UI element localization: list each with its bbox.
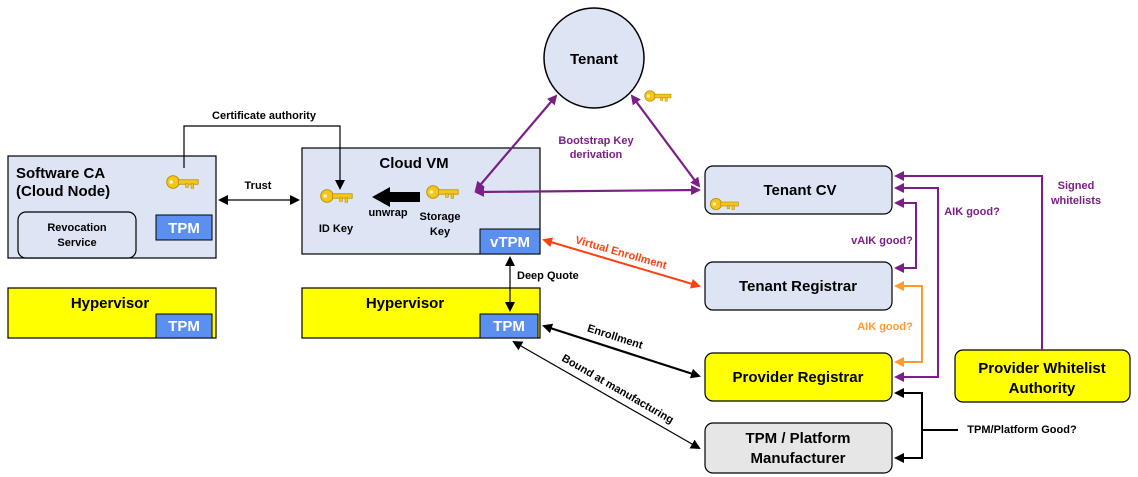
- hypervisor-left-tpm-label: TPM: [168, 318, 200, 335]
- edge-signed-label-line2: whitelists: [1050, 195, 1101, 207]
- storage-key-label-line2: Key: [430, 226, 451, 238]
- hypervisor-center-tpm-box: [479, 313, 539, 339]
- edge-tpm-platform-good-label: TPM/Platform Good?: [967, 424, 1077, 436]
- hypervisor-center-tpm-label: TPM: [493, 318, 525, 335]
- edge-certificate-authority: Certificate authority: [183, 110, 345, 190]
- revocation-service-box: [17, 211, 137, 259]
- vtpm-label: vTPM: [490, 234, 530, 251]
- cloud-vm-node: Cloud VM ID Key Storage Key unwrap vTPM: [301, 147, 541, 255]
- edge-signed-label-line1: Signed: [1058, 180, 1095, 192]
- software-ca-tpm-label: TPM: [168, 220, 200, 237]
- hypervisor-center-label: Hypervisor: [366, 295, 445, 312]
- whitelist-label-line2: Authority: [1009, 380, 1076, 397]
- edge-certificate-authority-label: Certificate authority: [212, 110, 317, 122]
- edge-deep-quote: Deep Quote: [505, 256, 579, 312]
- edge-bootstrap-label-line1: Bootstrap Key: [558, 135, 634, 147]
- edge-aik-good-purple: AIK good?: [894, 183, 1000, 382]
- software-ca-title-line2: (Cloud Node): [16, 183, 110, 200]
- unwrap-arrow: [372, 187, 420, 207]
- software-ca-title-line1: Software CA: [16, 165, 105, 182]
- provider-registrar-label: Provider Registrar: [733, 369, 864, 386]
- id-key-label: ID Key: [319, 223, 354, 235]
- edge-enrollment: Enrollment: [542, 323, 701, 379]
- edge-aik-good-orange: AIK good?: [857, 281, 923, 367]
- software-ca-node: Software CA (Cloud Node) Revocation Serv…: [7, 155, 217, 259]
- edge-trust: Trust: [218, 180, 300, 205]
- whitelist-authority-node: Provider Whitelist Authority: [954, 349, 1131, 403]
- tenant-cv-label: Tenant CV: [763, 182, 836, 199]
- revocation-label-line1: Revocation: [47, 222, 107, 234]
- hypervisor-center: Hypervisor TPM: [301, 287, 541, 339]
- hypervisor-left-label: Hypervisor: [71, 295, 150, 312]
- edge-enrollment-label: Enrollment: [586, 323, 645, 352]
- manufacturer-label-line1: TPM / Platform: [745, 430, 850, 447]
- tenant-label: Tenant: [570, 51, 618, 68]
- whitelist-label-line1: Provider Whitelist: [978, 360, 1106, 377]
- tenant-key-icon: [644, 90, 672, 102]
- edge-aik-good-purple-label: AIK good?: [944, 206, 1000, 218]
- storage-key-label-line1: Storage: [420, 211, 461, 223]
- edge-deep-quote-label: Deep Quote: [517, 270, 579, 282]
- revocation-label-line2: Service: [57, 237, 96, 249]
- edge-bound-at-manufacturing: Bound at manufacturing: [512, 341, 701, 449]
- tenant-node: Tenant: [543, 7, 645, 109]
- hypervisor-left: Hypervisor TPM: [7, 287, 217, 339]
- vtpm-box: [479, 228, 541, 255]
- hypervisor-left-tpm-box: [155, 313, 213, 339]
- edge-tpm-platform-good: TPM/Platform Good?: [894, 388, 1077, 463]
- edge-signed-whitelists: Signed whitelists: [894, 171, 1101, 350]
- edge-bootstrap: Bootstrap Key derivation: [474, 94, 701, 197]
- tenant-cv-node: Tenant CV: [704, 165, 893, 215]
- manufacturer-node: TPM / Platform Manufacturer: [704, 422, 893, 474]
- software-ca-tpm-box: [155, 214, 213, 241]
- edge-trust-label: Trust: [245, 180, 272, 192]
- edge-bootstrap-label-line2: derivation: [570, 149, 623, 161]
- unwrap-label: unwrap: [368, 207, 407, 219]
- edge-aik-good-orange-label: AIK good?: [857, 321, 913, 333]
- manufacturer-label-line2: Manufacturer: [750, 450, 845, 467]
- edge-vaik-good-label: vAIK good?: [851, 235, 913, 247]
- cloud-vm-title: Cloud VM: [379, 155, 448, 172]
- provider-registrar-node: Provider Registrar: [704, 352, 893, 402]
- tenant-registrar-node: Tenant Registrar: [704, 261, 893, 311]
- tenant-registrar-label: Tenant Registrar: [739, 278, 857, 295]
